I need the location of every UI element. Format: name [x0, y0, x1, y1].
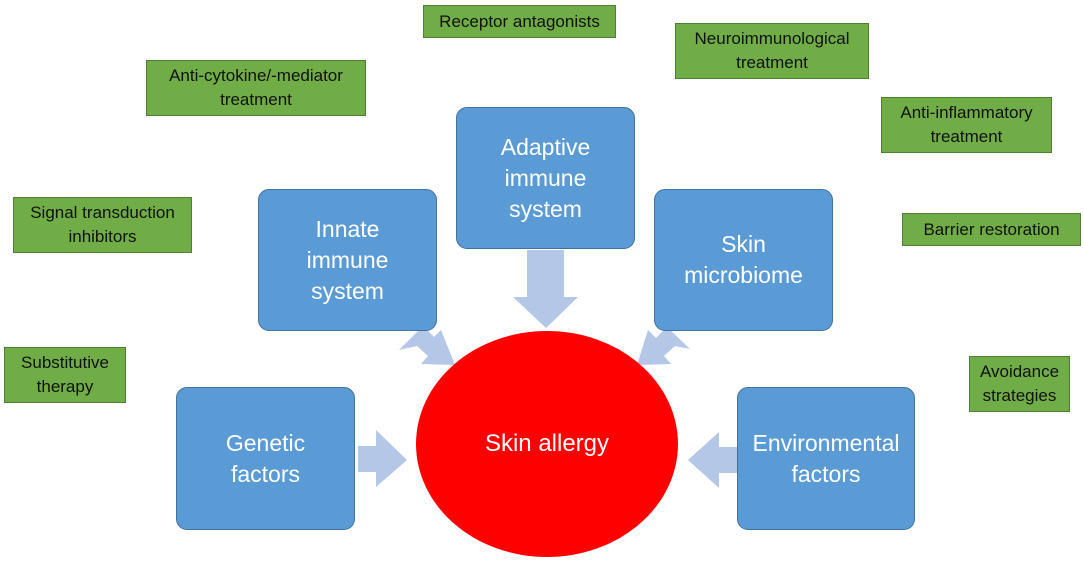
- adaptive-immune-system-box: Adaptive immune system: [456, 107, 635, 249]
- receptor-antagonists-label: Receptor antagonists: [439, 11, 600, 31]
- environmental-factors-box: Environmental factors: [737, 387, 915, 530]
- signal-transduction-inhibitors-box: Signal transduction inhibitors: [13, 197, 192, 253]
- environmental-factors-label: Environmental factors: [752, 429, 900, 487]
- arrow-innate-to-center: [399, 326, 455, 365]
- signal-transduction-inhibitors-label: Signal transduction inhibitors: [30, 203, 175, 246]
- skin-allergy-label: Skin allergy: [484, 430, 610, 457]
- anti-inflammatory-treatment-box: Anti-inflammatory treatment: [881, 97, 1052, 153]
- arrow-environmental-to-center: [688, 432, 738, 488]
- avoidance-strategies-label: Avoidance strategies: [979, 362, 1060, 405]
- neuroimmunological-treatment-label: Neuroimmunological treatment: [694, 29, 850, 72]
- barrier-restoration-label: Barrier restoration: [923, 219, 1060, 239]
- adaptive-immune-system-label: Adaptive immune system: [500, 133, 591, 222]
- skin-microbiome-label: Skin microbiome: [684, 231, 803, 288]
- receptor-antagonists-box: Receptor antagonists: [423, 5, 616, 38]
- arrow-adaptive-to-center: [513, 250, 578, 328]
- anti-inflammatory-treatment-label: Anti-inflammatory treatment: [900, 103, 1033, 146]
- skin-allergy-circle: [416, 331, 678, 557]
- avoidance-strategies-box: Avoidance strategies: [969, 356, 1070, 412]
- substitutive-therapy-box: Substitutive therapy: [4, 347, 126, 403]
- neuroimmunological-treatment-box: Neuroimmunological treatment: [675, 23, 869, 79]
- genetic-factors-box: Genetic factors: [176, 387, 355, 530]
- arrow-genetic-to-center: [358, 430, 407, 487]
- arrow-microbiome-to-center: [637, 327, 690, 365]
- substitutive-therapy-label: Substitutive therapy: [21, 353, 109, 396]
- barrier-restoration-box: Barrier restoration: [902, 213, 1081, 246]
- anti-cytokine-treatment-label: Anti-cytokine/-mediator treatment: [169, 66, 343, 109]
- anti-cytokine-treatment-box: Anti-cytokine/-mediator treatment: [146, 60, 366, 116]
- skin-microbiome-box: Skin microbiome: [654, 189, 833, 331]
- innate-immune-system-box: Innate immune system: [258, 189, 437, 331]
- innate-immune-system-label: Innate immune system: [306, 215, 389, 304]
- genetic-factors-label: Genetic factors: [225, 429, 306, 487]
